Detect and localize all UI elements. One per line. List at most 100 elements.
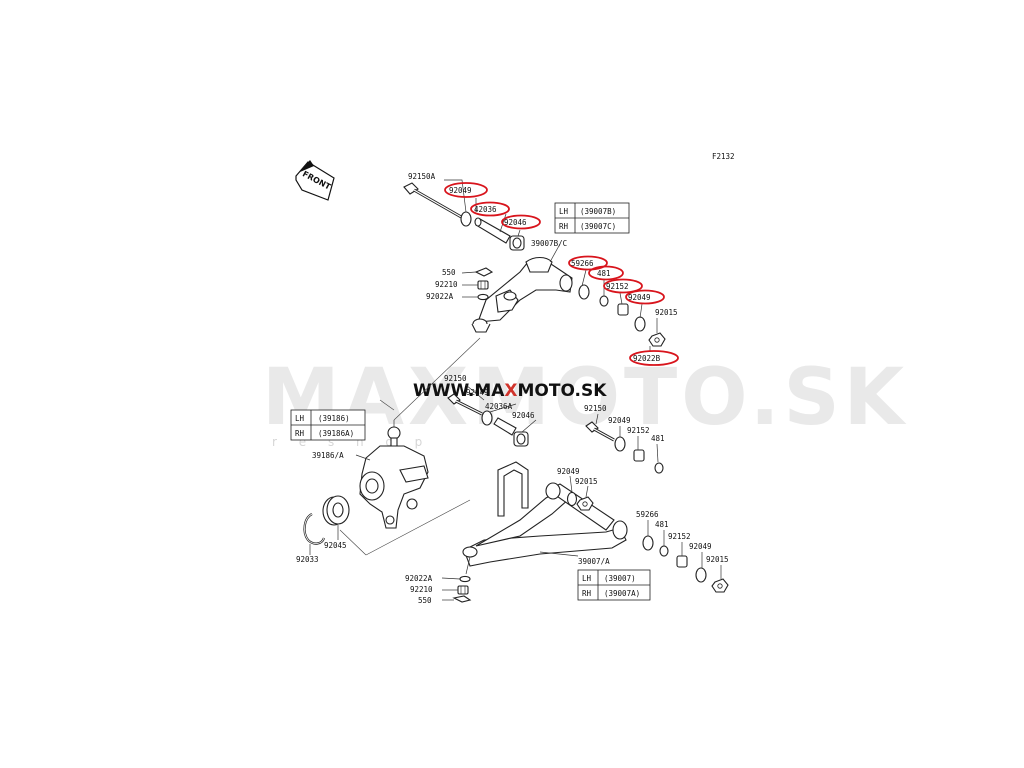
label-481: 481 <box>651 434 665 443</box>
steering-knuckle-icon <box>359 420 429 529</box>
nut-icon <box>648 332 666 347</box>
label-59266: 59266 <box>636 510 659 519</box>
knuckle-side-table: LH (39186) RH (39186A) <box>290 409 366 441</box>
label-92150: 92150 <box>444 374 467 383</box>
ring-icon <box>659 545 669 557</box>
highlight-ring-icon <box>603 278 643 294</box>
label-92046: 92046 <box>512 411 535 420</box>
label-39007bc: 39007B/C <box>531 239 567 248</box>
collar-icon <box>676 555 688 568</box>
label-92152: 92152 <box>606 282 629 291</box>
bolt-92150a-icon <box>403 182 471 224</box>
label-92210: 92210 <box>435 280 458 289</box>
seal-icon <box>578 284 590 300</box>
sleeve-icon <box>474 217 511 244</box>
ring-icon <box>599 295 609 307</box>
highlight-ring-icon <box>588 265 624 281</box>
svg-text:(39007B): (39007B) <box>580 207 616 216</box>
lower-arm-side-table: LH (39007) RH (39007A) <box>577 569 651 601</box>
label-92049: 92049 <box>689 542 712 551</box>
svg-text:(39007A): (39007A) <box>604 589 640 598</box>
label-39186a: 39186/A <box>312 451 344 460</box>
cotter-pin-icon <box>474 267 494 277</box>
label-92015: 92015 <box>575 477 598 486</box>
label-92022a: 92022A <box>426 292 454 301</box>
label-92022b: 92022B <box>633 354 661 363</box>
bushing-icon <box>509 235 525 251</box>
castle-nut-icon <box>477 280 489 290</box>
highlight-ring-icon <box>501 214 541 230</box>
washer-icon <box>459 575 471 583</box>
svg-text:LH: LH <box>559 207 569 216</box>
washer-icon <box>477 293 489 301</box>
label-42036: 42036 <box>474 205 497 214</box>
label-92150a: 92150A <box>408 172 436 181</box>
svg-text:(39007): (39007) <box>604 574 636 583</box>
label-92015: 92015 <box>706 555 729 564</box>
seal-icon <box>695 567 707 583</box>
seal-icon <box>614 436 626 452</box>
label-92022a: 92022A <box>405 574 433 583</box>
lower-a-arm-icon <box>462 461 628 567</box>
seal-icon <box>460 211 472 227</box>
ring-icon <box>654 462 664 474</box>
svg-text:LH: LH <box>295 414 305 423</box>
label-92152: 92152 <box>627 426 650 435</box>
website-url: WWW.MAXMOTO.SK <box>413 381 607 401</box>
nut-icon <box>711 578 729 593</box>
label-92049: 92049 <box>557 467 580 476</box>
seal-icon <box>634 316 646 332</box>
front-arrow-icon: FRONT <box>295 160 335 201</box>
label-92045: 92045 <box>324 541 347 550</box>
label-92150: 92150 <box>584 404 607 413</box>
collar-icon <box>617 303 629 316</box>
label-481: 481 <box>655 520 669 529</box>
label-42036a: 42036A <box>485 402 513 411</box>
circlip-icon <box>303 513 326 545</box>
collar-icon <box>633 449 645 462</box>
svg-text:(39186A): (39186A) <box>318 429 354 438</box>
bolt-92150-icon <box>585 421 615 442</box>
corner-code: F2132 <box>712 152 735 161</box>
label-92033: 92033 <box>296 555 319 564</box>
sleeve-icon <box>493 417 517 436</box>
highlight-ring-icon <box>629 350 679 366</box>
svg-text:(39186): (39186) <box>318 414 350 423</box>
castle-nut-icon <box>457 585 469 595</box>
seal-icon <box>481 410 493 426</box>
upper-a-arm-icon <box>471 256 573 333</box>
label-481: 481 <box>597 269 611 278</box>
svg-text:RH: RH <box>582 589 592 598</box>
cotter-pin-icon <box>452 595 472 603</box>
label-39007a: 39007/A <box>578 557 610 566</box>
label-92049: 92049 <box>608 416 631 425</box>
label-92015: 92015 <box>655 308 678 317</box>
label-92049: 92049 <box>449 186 472 195</box>
highlight-ring-icon <box>444 182 488 198</box>
nut-icon <box>576 496 594 511</box>
highlight-ring-icon <box>625 289 665 305</box>
svg-text:LH: LH <box>582 574 592 583</box>
upper-arm-side-table: LH (39007B) RH (39007C) <box>554 202 630 234</box>
label-59266: 59266 <box>571 259 594 268</box>
svg-text:RH: RH <box>295 429 305 438</box>
label-550: 550 <box>442 268 456 277</box>
bearing-icon <box>322 495 350 526</box>
label-550: 550 <box>418 596 432 605</box>
svg-text:(39007C): (39007C) <box>580 222 616 231</box>
seal-icon <box>642 535 654 551</box>
seal-icon <box>566 491 578 507</box>
bushing-icon <box>513 431 529 447</box>
label-92210: 92210 <box>410 585 433 594</box>
svg-text:WWW.MAXMOTO.SK: WWW.MAXMOTO.SK <box>413 381 607 401</box>
bolt-92150-icon <box>447 393 483 416</box>
label-92046: 92046 <box>504 218 527 227</box>
highlight-ring-icon <box>568 255 608 271</box>
svg-text:RH: RH <box>559 222 569 231</box>
highlight-ring-icon <box>470 201 510 217</box>
watermark-brand: MAXMOTO.SK <box>262 353 908 443</box>
label-92152: 92152 <box>668 532 691 541</box>
label-92049: 92049 <box>466 388 489 397</box>
label-92049: 92049 <box>628 293 651 302</box>
